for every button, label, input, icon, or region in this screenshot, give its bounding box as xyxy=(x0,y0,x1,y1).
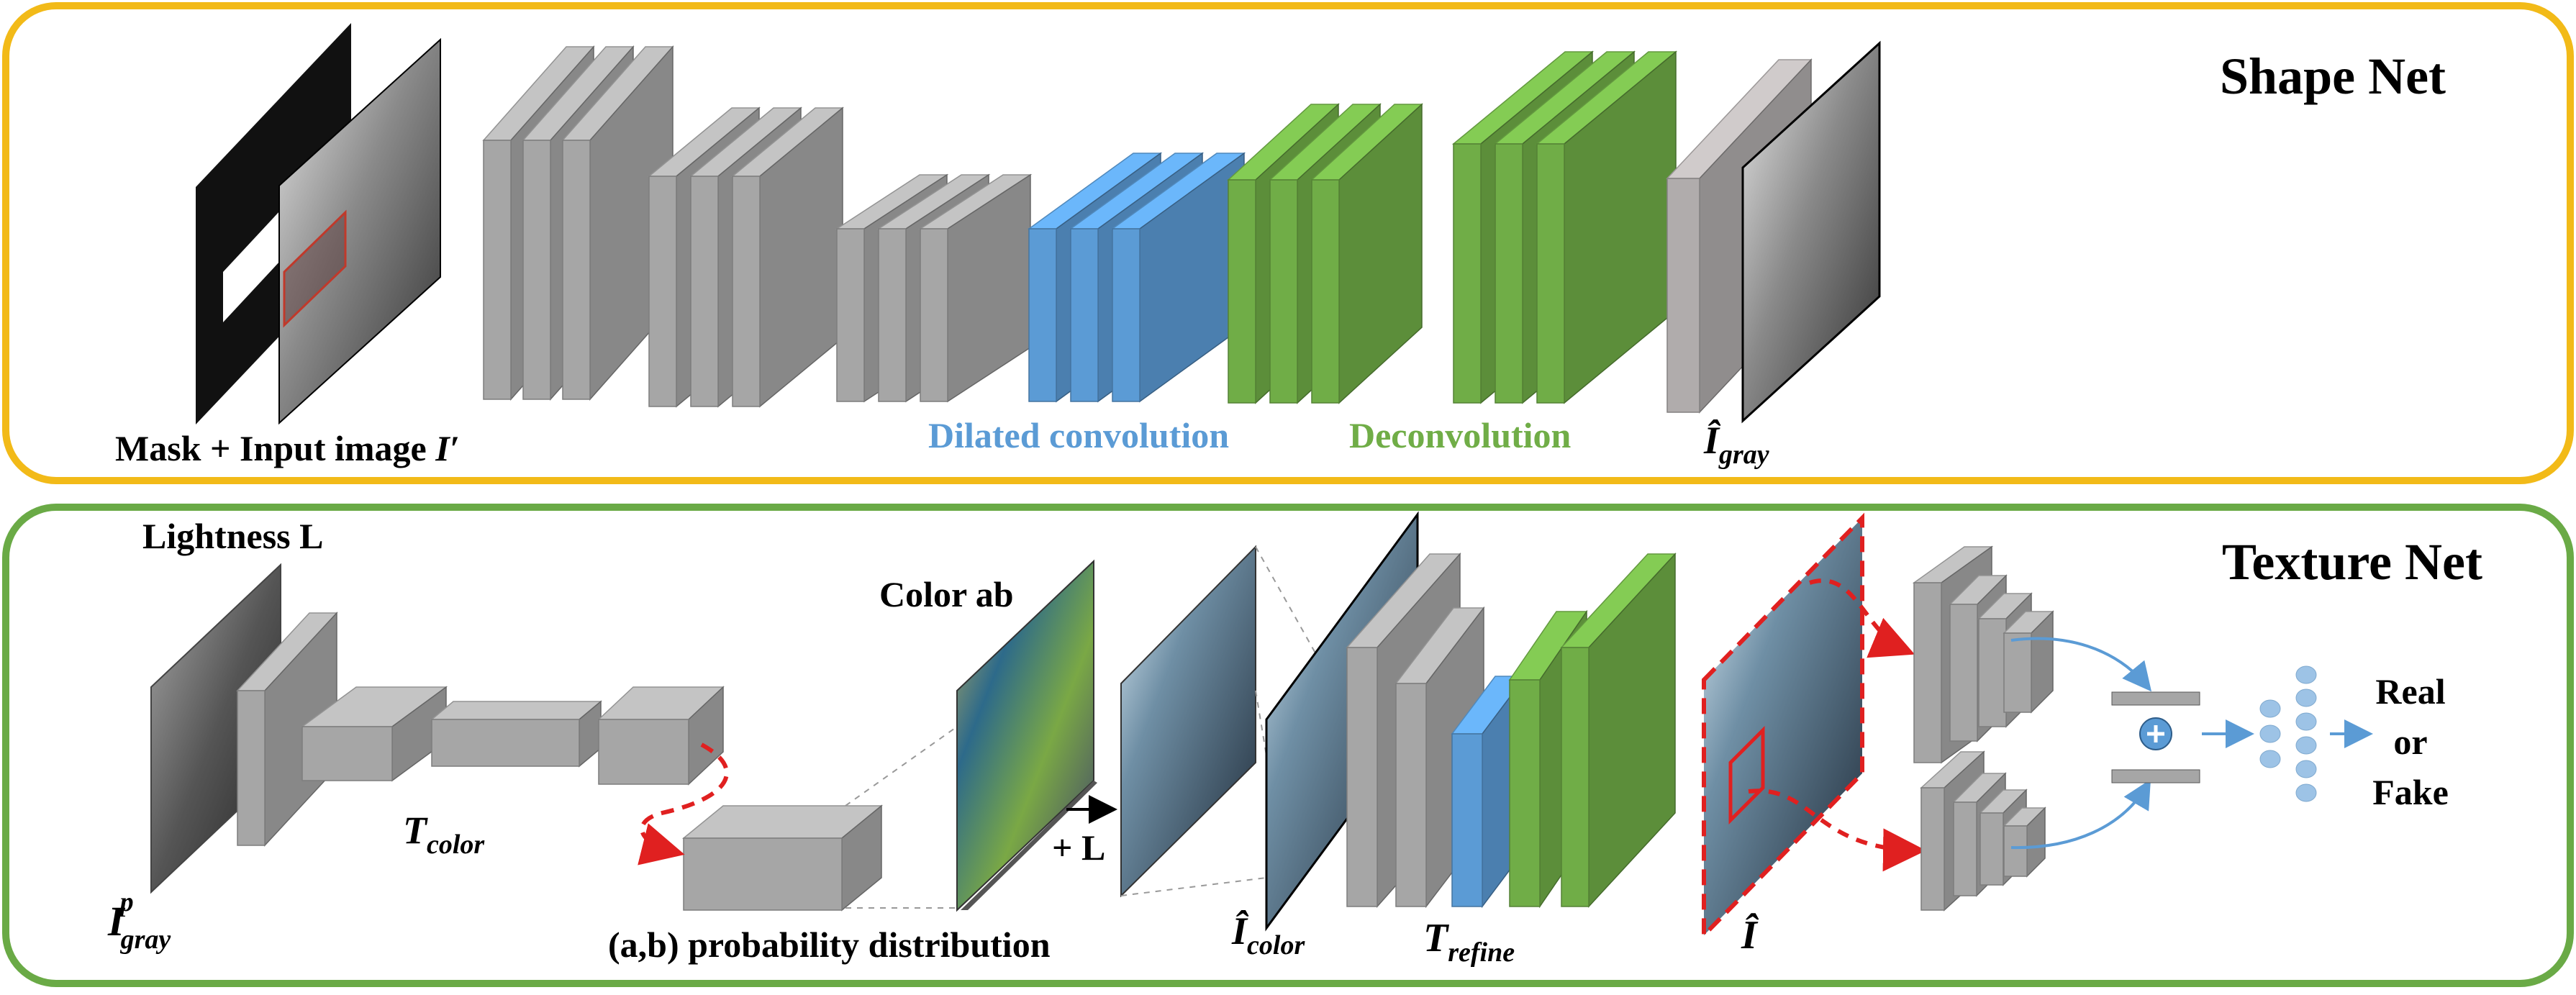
deconv-label: Deconvolution xyxy=(1349,415,1572,455)
trefine-label: Trefine xyxy=(1423,916,1515,968)
fc-node-6 xyxy=(2295,736,2317,755)
dilated-conv-label: Dilated convolution xyxy=(928,415,1229,455)
dg1-slab-2-front xyxy=(1978,618,2007,727)
sg6-slab-0-front xyxy=(1453,143,1482,404)
tg4-box-front xyxy=(598,719,689,785)
shape-net-title: Shape Net xyxy=(2220,47,2446,105)
fake-text: Fake xyxy=(2372,772,2449,812)
sg2-slab-1-front xyxy=(690,176,719,407)
fc-nodes xyxy=(2259,665,2317,802)
tg3-box-front xyxy=(431,719,580,767)
output-gray-label: Îgray xyxy=(1703,419,1769,470)
sg4-slab-0-front xyxy=(1028,228,1057,402)
fc-node-5 xyxy=(2295,712,2317,731)
tg2-box-front xyxy=(301,726,393,781)
sg5-slab-2-front xyxy=(1311,179,1340,404)
prob-distribution-block xyxy=(681,804,884,912)
real-or-fake-label: Real or Fake xyxy=(2372,671,2449,812)
encoder-block-2 xyxy=(647,106,845,408)
tcolor-block-2 xyxy=(300,686,448,782)
tg3-box-top xyxy=(430,701,603,720)
mask-image xyxy=(196,23,351,424)
fc-node-8 xyxy=(2295,783,2317,802)
projection-lines-1 xyxy=(845,726,958,909)
prob-label: (a,b) probability distribution xyxy=(608,924,1051,965)
deconv-block-2 xyxy=(1451,50,1678,404)
trefine-block xyxy=(1346,553,1677,909)
output-gray-image xyxy=(1741,40,1881,424)
or-text: or xyxy=(2393,722,2427,762)
real-text: Real xyxy=(2375,671,2445,712)
sg7-slab-0-front xyxy=(1666,178,1700,413)
color-ab-label: Color ab xyxy=(879,574,1014,614)
deconv-block-1 xyxy=(1227,103,1423,404)
icolor-label: Îcolor xyxy=(1231,909,1305,960)
blue-arrow-local xyxy=(2010,779,2151,850)
ihat-image xyxy=(1702,512,1864,941)
rg-green-1-front xyxy=(1561,647,1589,907)
dg2-slab-0-front xyxy=(1920,787,1945,911)
fc-node-4 xyxy=(2295,689,2317,707)
tg5-box-front xyxy=(683,837,843,911)
sg3-slab-1-front xyxy=(878,228,907,402)
sg2-slab-2-front xyxy=(732,176,761,407)
dg1-slab-0-front xyxy=(1913,582,1942,763)
ihat-label: Î xyxy=(1741,912,1759,958)
colorized-small-image xyxy=(1120,545,1256,898)
input-label: Mask + Input image I′ xyxy=(115,428,460,468)
plus-l-label: + L xyxy=(1052,827,1105,868)
red-dashed-arrow-local xyxy=(1748,789,1926,872)
lightness-label: Lightness L xyxy=(142,516,323,556)
fc-node-7 xyxy=(2295,760,2317,778)
encoder-block-1 xyxy=(482,45,674,401)
sg2-slab-0-front xyxy=(648,176,677,407)
rg-gray-1-front xyxy=(1395,683,1427,907)
tg1-slab-front xyxy=(237,690,266,846)
texture-net-title: Texture Net xyxy=(2222,533,2482,591)
sg1-slab-0-front xyxy=(483,140,512,400)
sg4-slab-1-front xyxy=(1070,228,1099,402)
blue-arrow-global xyxy=(2010,637,2152,692)
dg2-slab-1-front xyxy=(1953,801,1977,896)
rg-blue-front xyxy=(1451,733,1483,907)
texture-net-panel xyxy=(2,504,2574,987)
red-dashed-arrow-1 xyxy=(638,742,729,865)
sg6-slab-1-front xyxy=(1495,143,1523,404)
sg3-slab-0-front xyxy=(836,228,865,402)
rg-green-0-front xyxy=(1509,679,1541,907)
sg6-slab-2-front xyxy=(1536,143,1565,404)
input-image xyxy=(278,37,441,425)
tcolor-block-1 xyxy=(236,612,338,847)
red-dashed-arrow-global xyxy=(1809,578,1915,658)
encoder-block-3 xyxy=(835,173,1033,403)
color-ab-image xyxy=(956,559,1097,912)
global-discriminator xyxy=(1912,545,2054,764)
sg1-slab-1-front xyxy=(522,140,551,400)
sg3-slab-2-front xyxy=(920,228,948,402)
local-discriminator xyxy=(1920,750,2046,912)
fc-node-2 xyxy=(2259,750,2281,768)
sg4-slab-2-front xyxy=(1112,228,1140,402)
dg1-slab-1-front xyxy=(1949,604,1978,742)
shape-net-panel xyxy=(2,2,2574,484)
sg5-slab-0-front xyxy=(1228,179,1256,404)
sg5-slab-1-front xyxy=(1269,179,1298,404)
tcolor-block-3 xyxy=(430,700,603,768)
fc-node-1 xyxy=(2259,724,2281,743)
dg1-slab-3-front xyxy=(2003,632,2032,713)
dg2-slab-2-front xyxy=(1979,812,2004,886)
tcolor-block-4 xyxy=(597,686,725,786)
fc-node-3 xyxy=(2295,665,2317,684)
concat-operator xyxy=(2111,691,2200,783)
rg-gray-0-front xyxy=(1346,647,1378,907)
fc-node-0 xyxy=(2259,699,2281,718)
sg1-slab-2-front xyxy=(562,140,591,400)
dilated-conv-block xyxy=(1027,152,1246,403)
tcolor-label: Tcolor xyxy=(403,809,485,860)
dg2-slab-3-front xyxy=(2003,825,2028,877)
